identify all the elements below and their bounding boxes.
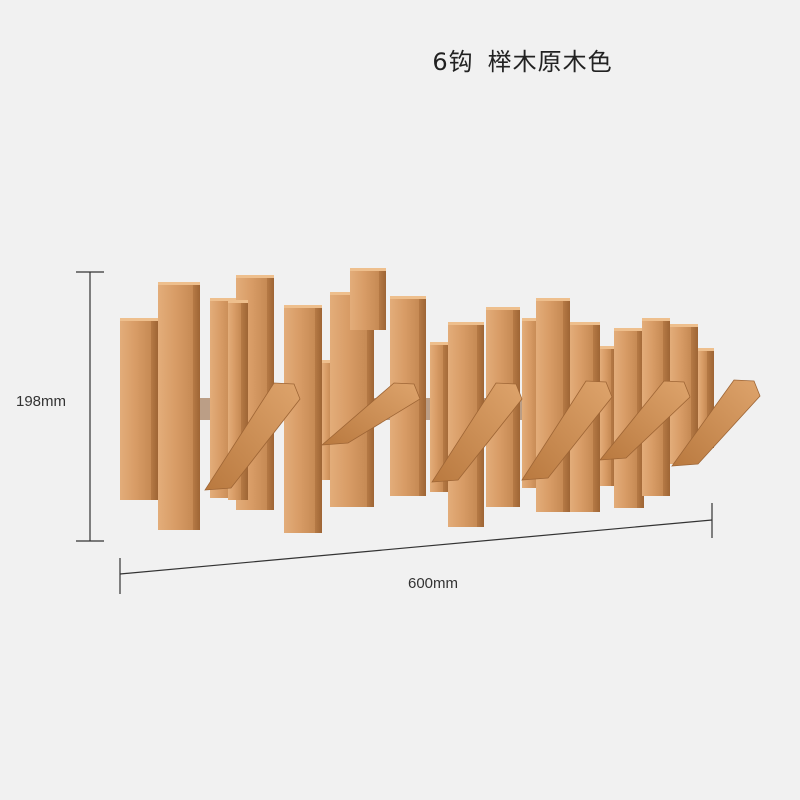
slat-side-13 bbox=[513, 307, 520, 507]
slat-11 bbox=[430, 342, 443, 492]
slat-side-11 bbox=[443, 342, 450, 492]
slat-side-8 bbox=[367, 292, 374, 507]
hook-3 bbox=[431, 382, 523, 483]
slat-top-21 bbox=[698, 348, 714, 351]
slat-top-16 bbox=[570, 322, 600, 325]
slat-15 bbox=[536, 298, 563, 512]
slat-top-9 bbox=[350, 268, 386, 271]
slat-top-12 bbox=[448, 322, 484, 325]
slat-side-15 bbox=[563, 298, 570, 512]
slat-14 bbox=[522, 318, 537, 488]
height-dimension-line bbox=[76, 271, 104, 542]
slat-21 bbox=[698, 348, 707, 448]
slat-side-5 bbox=[241, 300, 248, 500]
hook-1 bbox=[204, 382, 301, 491]
slat-17 bbox=[600, 346, 611, 486]
slat-side-9 bbox=[379, 268, 386, 330]
hook-5 bbox=[599, 380, 691, 461]
slat-top-18 bbox=[614, 328, 644, 331]
product-title: 6钩榉木原木色 bbox=[0, 42, 800, 77]
slat-1 bbox=[120, 318, 151, 500]
slat-side-21 bbox=[707, 348, 714, 448]
slat-2 bbox=[158, 282, 193, 530]
slat-top-3 bbox=[210, 298, 238, 301]
slat-top-2 bbox=[158, 282, 200, 285]
slat-18 bbox=[614, 328, 637, 508]
width-dimension-label: 600mm bbox=[408, 575, 459, 592]
product-material-text: 榉木原木色 bbox=[487, 48, 613, 76]
slat-top-13 bbox=[486, 307, 520, 310]
slat-top-5 bbox=[228, 300, 248, 303]
hook-4 bbox=[521, 380, 613, 481]
slat-top-11 bbox=[430, 342, 450, 345]
slat-top-10 bbox=[390, 296, 426, 299]
slat-9 bbox=[350, 268, 379, 330]
slat-top-4 bbox=[236, 275, 274, 278]
slat-7 bbox=[322, 360, 331, 480]
hook-6 bbox=[671, 379, 761, 467]
slat-side-2 bbox=[193, 282, 200, 530]
slat-top-6 bbox=[284, 305, 322, 308]
slat-6 bbox=[284, 305, 315, 533]
slat-side-1 bbox=[151, 318, 158, 500]
wooden-coat-rack bbox=[120, 268, 761, 533]
width-dimension-line bbox=[119, 503, 713, 594]
slat-side-6 bbox=[315, 305, 322, 533]
slat-side-20 bbox=[691, 324, 698, 464]
hook-2 bbox=[320, 382, 421, 446]
height-dimension-label: 198mm bbox=[16, 393, 67, 410]
slat-top-19 bbox=[642, 318, 670, 321]
slat-top-14 bbox=[522, 318, 544, 321]
slat-top-17 bbox=[600, 346, 618, 349]
slat-3 bbox=[210, 298, 231, 498]
hook-count-text: 6钩 bbox=[432, 48, 474, 76]
slat-side-10 bbox=[419, 296, 426, 496]
slat-top-15 bbox=[536, 298, 570, 301]
slat-top-1 bbox=[120, 318, 158, 321]
slat-top-20 bbox=[670, 324, 698, 327]
